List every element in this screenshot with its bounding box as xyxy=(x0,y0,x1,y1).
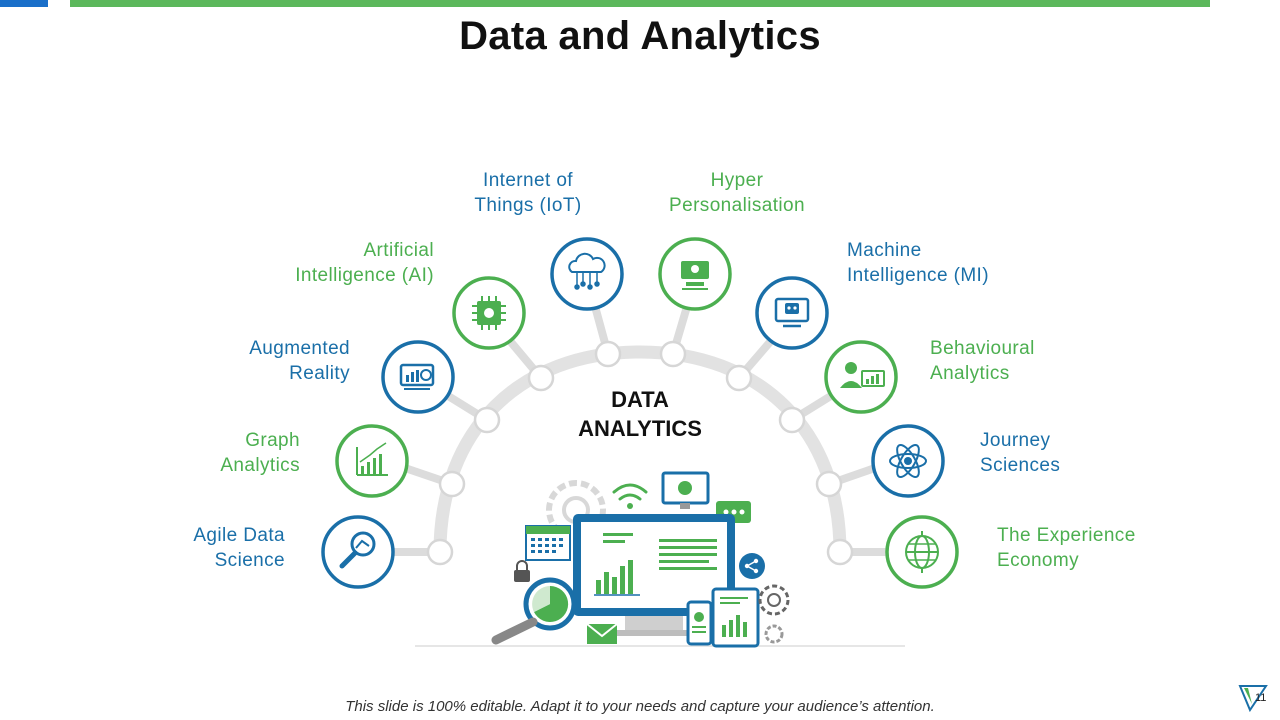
label-experience-economy: The Experience Economy xyxy=(997,523,1177,573)
monitor-search-icon xyxy=(383,342,453,412)
bar-chart-trend-icon xyxy=(337,426,407,496)
label-hyper-personalisation: Hyper Personalisation xyxy=(652,168,822,218)
label-machine-intelligence: Machine Intelligence (MI) xyxy=(847,238,1047,288)
globe-icon xyxy=(887,517,957,587)
footer-note: This slide is 100% editable. Adapt it to… xyxy=(0,698,1280,715)
page-number: 11 xyxy=(1255,692,1266,704)
atom-icon xyxy=(873,426,943,496)
label-internet-of-things: Internet of Things (IoT) xyxy=(448,168,608,218)
user-monitor-icon xyxy=(660,239,730,309)
label-augmented-reality: Augmented Reality xyxy=(190,336,350,386)
label-behavioural-analytics: Behavioural Analytics xyxy=(930,336,1100,386)
label-graph-analytics: Graph Analytics xyxy=(160,428,300,478)
magnifier-graph-icon xyxy=(323,517,393,587)
center-title: DATA ANALYTICS xyxy=(540,385,740,443)
label-agile-data-science: Agile Data Science xyxy=(145,523,285,573)
robot-monitor-icon xyxy=(757,278,827,348)
person-chart-icon xyxy=(826,342,896,412)
chip-icon xyxy=(454,278,524,348)
label-artificial-intelligence: Artificial Intelligence (AI) xyxy=(230,238,434,288)
cloud-network-icon xyxy=(552,239,622,309)
label-journey-sciences: Journey Sciences xyxy=(980,428,1140,478)
